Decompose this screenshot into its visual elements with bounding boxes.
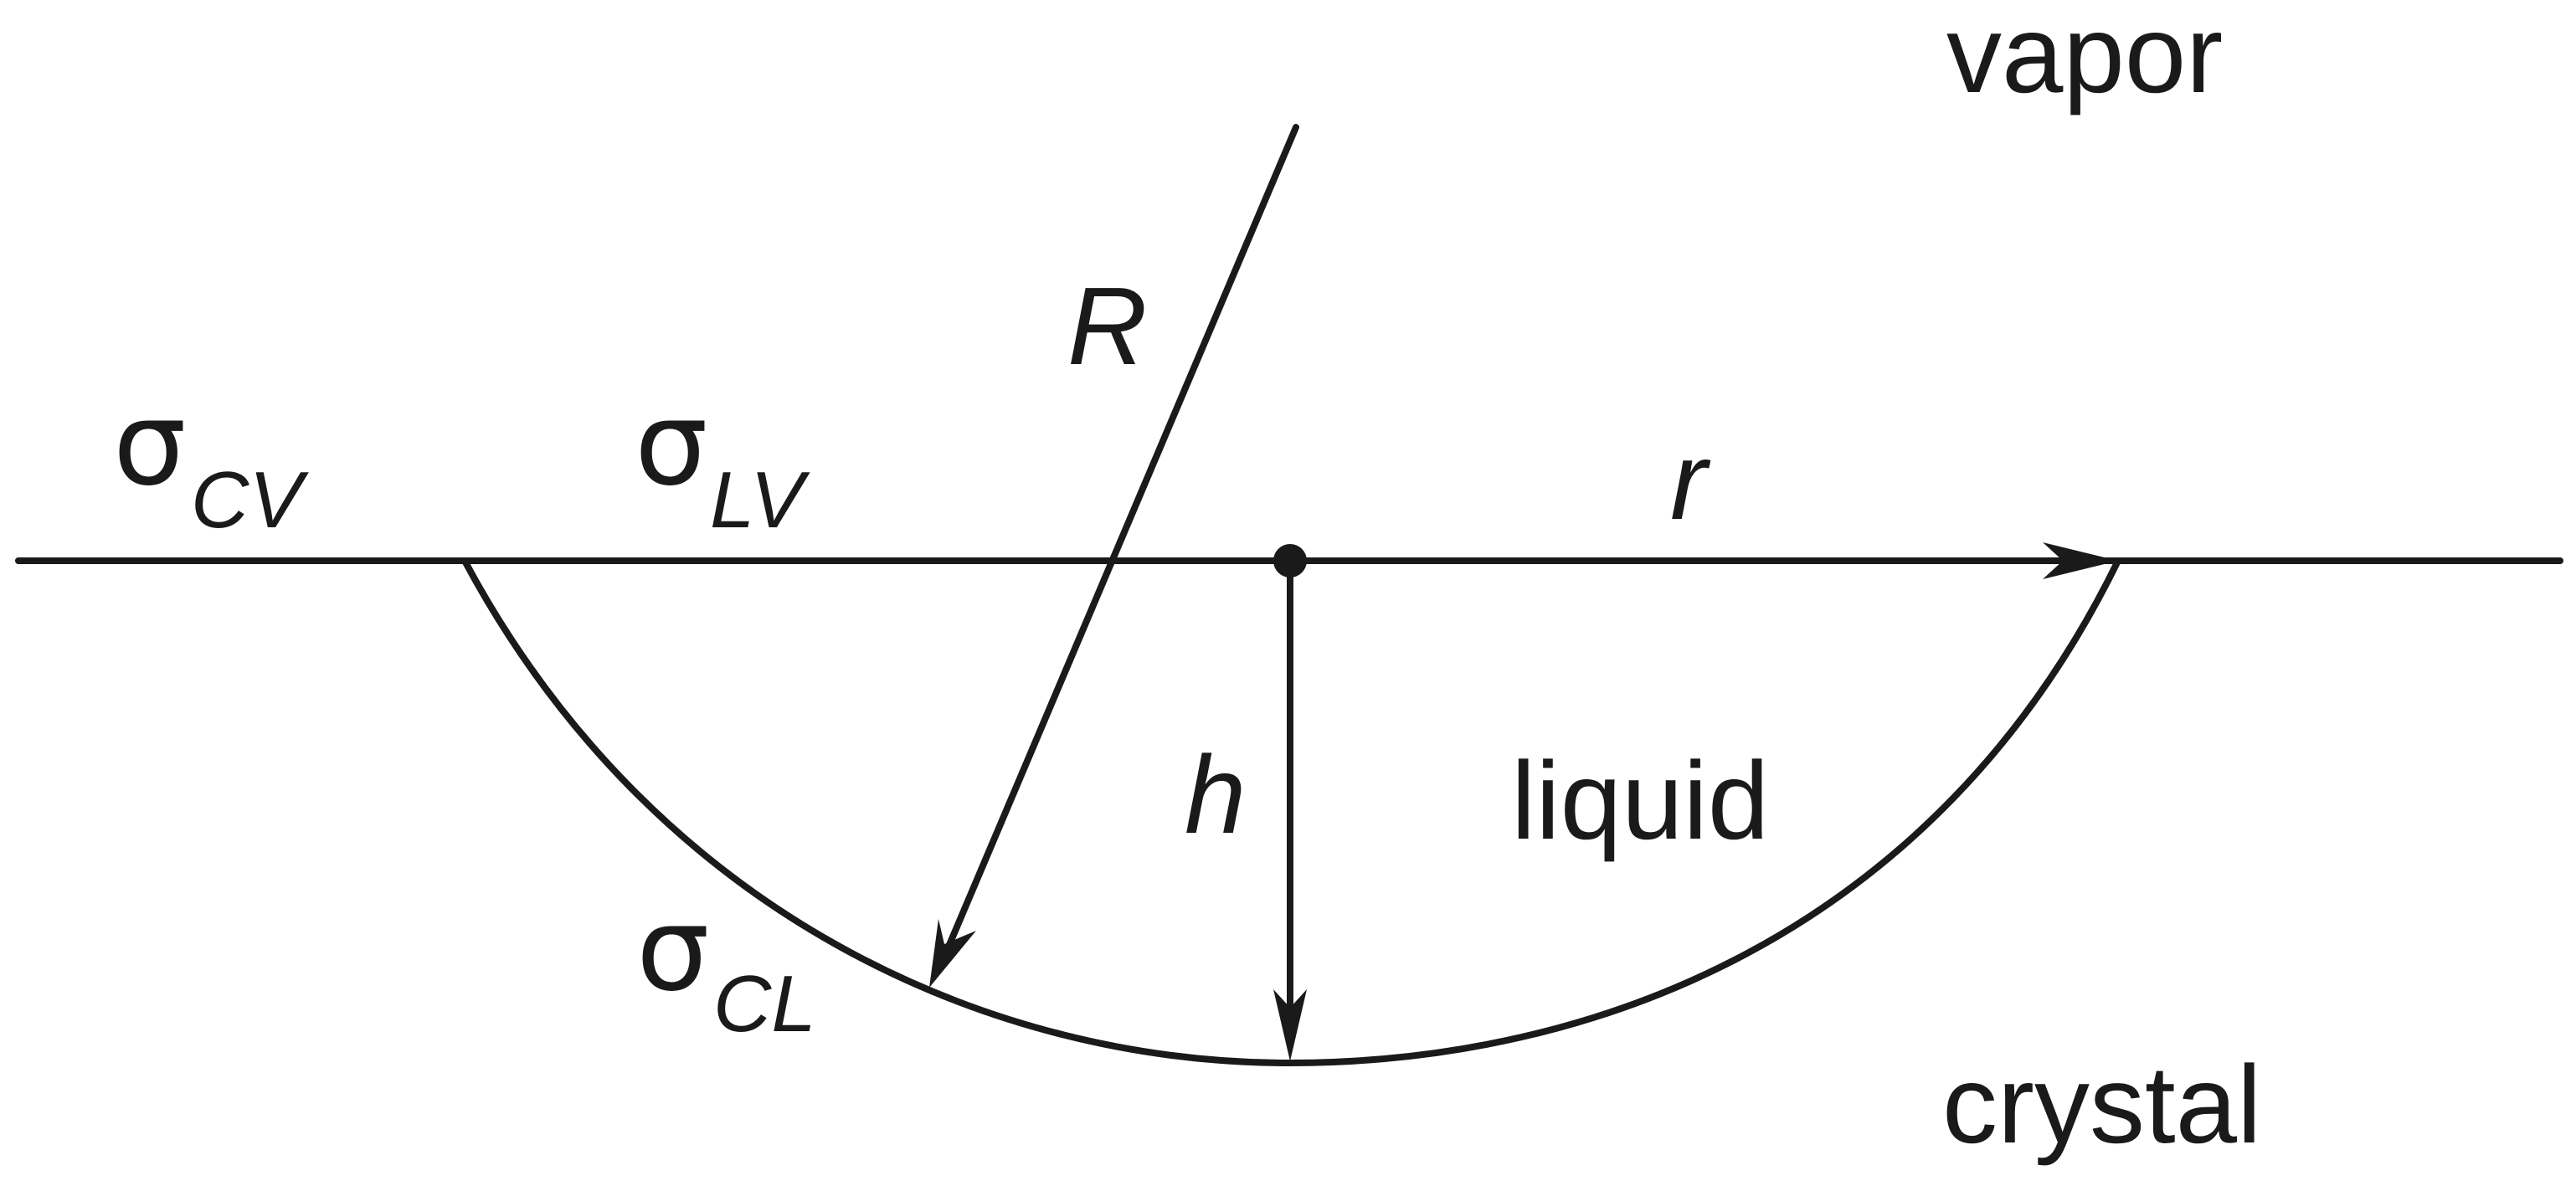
liquid-crystal-interface-arc <box>461 557 2121 1066</box>
vapor-label: vapor <box>1946 0 2223 116</box>
sigma-cl-subscript: CL <box>713 959 816 1049</box>
sigma-cv-label: σ CV <box>113 377 309 545</box>
curvature-radius-label: R <box>1067 264 1147 388</box>
sigma-lv-subscript: LV <box>710 455 810 545</box>
curvature-radius-arrow-shaft <box>938 124 1299 966</box>
base-radius-arrowhead <box>2043 542 2118 579</box>
sigma-cl-symbol: σ <box>636 882 709 1017</box>
crystal-label: crystal <box>1942 1043 2261 1166</box>
curvature-radius-arrowhead <box>929 919 976 988</box>
sigma-cv-symbol: σ <box>113 377 186 511</box>
sigma-cl-label: σ CL <box>636 882 816 1049</box>
sigma-lv-label: σ LV <box>635 377 810 545</box>
base-radius-label: r <box>1670 419 1711 542</box>
height-arrowhead <box>1273 989 1307 1061</box>
height-label: h <box>1185 733 1246 856</box>
sigma-lv-symbol: σ <box>635 377 707 511</box>
liquid-label: liquid <box>1511 739 1769 862</box>
sigma-cv-subscript: CV <box>191 455 309 545</box>
